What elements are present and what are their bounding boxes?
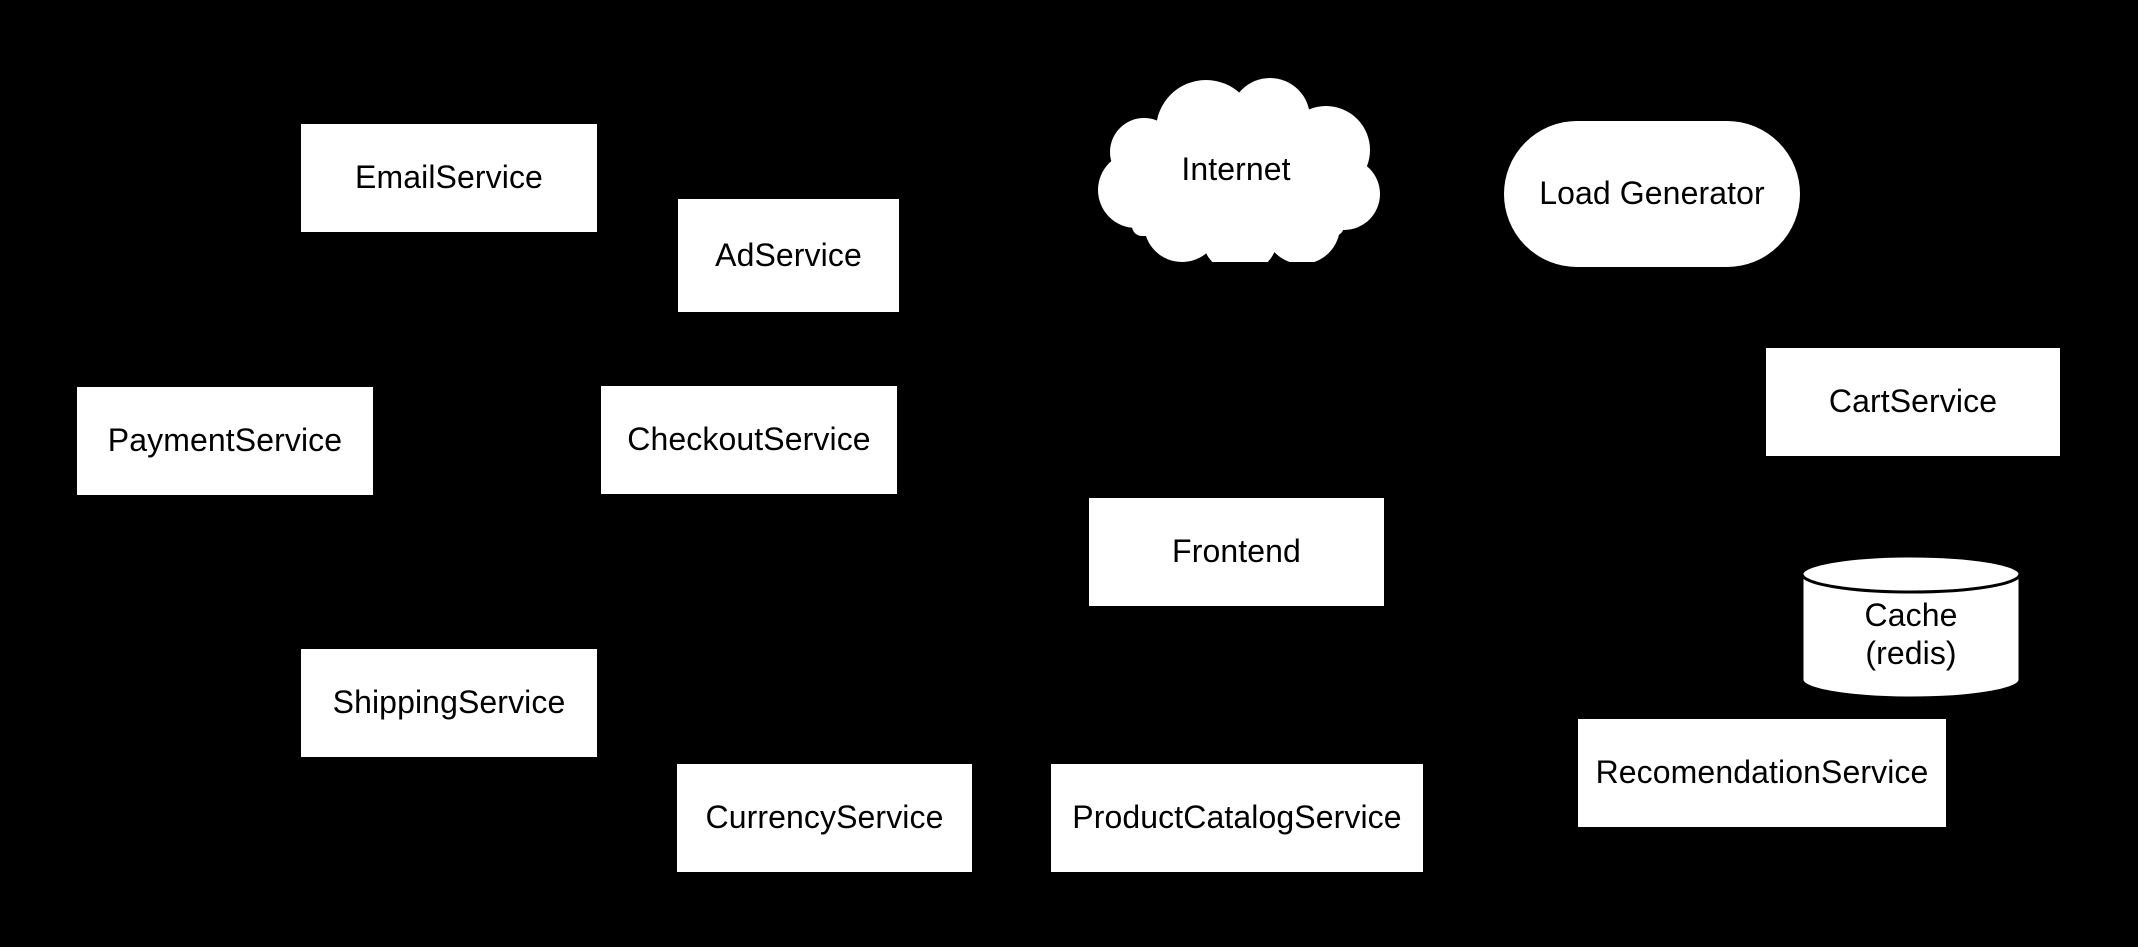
node-internet[interactable]: Internet [1088, 78, 1384, 262]
cloud-icon [1098, 78, 1380, 262]
node-label-load-generator: Load Generator [1539, 175, 1765, 212]
node-currency-service[interactable]: CurrencyService [676, 763, 973, 873]
node-frontend[interactable]: Frontend [1088, 497, 1385, 607]
node-email-service[interactable]: EmailService [300, 123, 598, 233]
node-product-catalog-service[interactable]: ProductCatalogService [1050, 763, 1424, 873]
node-label-recomendation-service: RecomendationService [1595, 754, 1929, 791]
node-label-payment-service: PaymentService [107, 422, 343, 459]
database-cylinder-icon [1800, 554, 2022, 700]
node-load-generator[interactable]: Load Generator [1503, 120, 1801, 268]
node-label-email-service: EmailService [355, 159, 543, 196]
node-label-currency-service: CurrencyService [705, 799, 944, 836]
node-recomendation-service[interactable]: RecomendationService [1577, 718, 1947, 828]
node-ad-service[interactable]: AdService [677, 198, 900, 313]
node-label-product-catalog-service: ProductCatalogService [1072, 799, 1402, 836]
node-shipping-service[interactable]: ShippingService [300, 648, 598, 758]
node-payment-service[interactable]: PaymentService [76, 386, 374, 496]
node-label-frontend: Frontend [1172, 533, 1301, 570]
node-label-checkout-service: CheckoutService [627, 421, 871, 458]
node-label-ad-service: AdService [715, 236, 862, 273]
node-label-cart-service: CartService [1828, 383, 1998, 420]
node-checkout-service[interactable]: CheckoutService [600, 385, 898, 495]
node-cart-service[interactable]: CartService [1765, 347, 2061, 457]
node-label-shipping-service: ShippingService [332, 684, 566, 721]
node-cache-redis[interactable]: Cache (redis) [1800, 554, 2022, 700]
